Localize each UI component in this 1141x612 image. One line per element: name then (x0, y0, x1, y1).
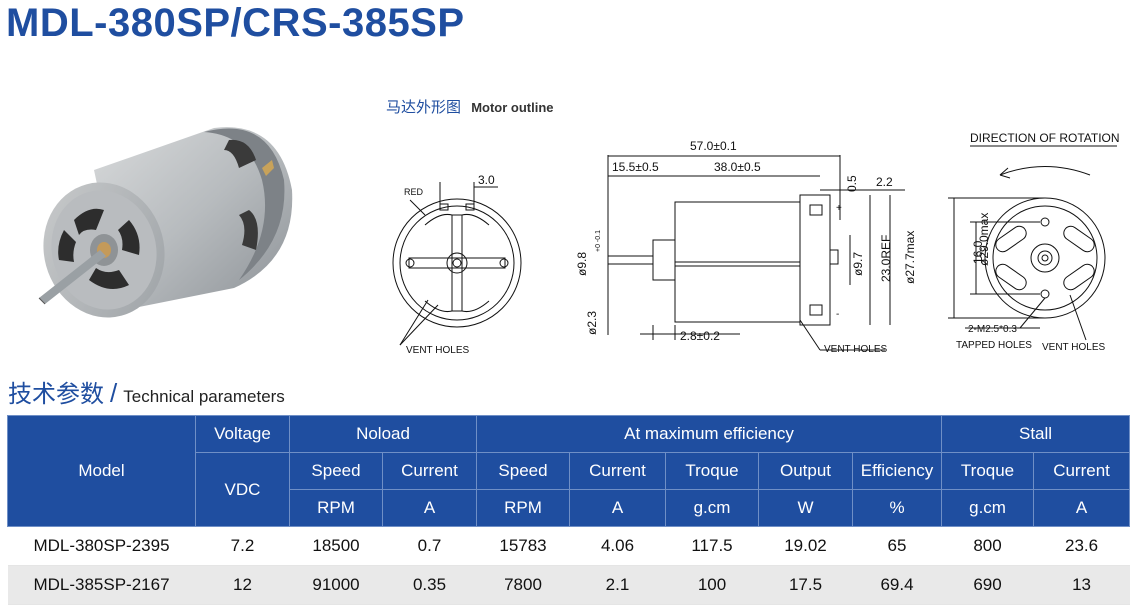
unit-eff-pct: % (851, 489, 943, 527)
header-model: Model (7, 415, 196, 527)
header-stall-current: Current (1033, 452, 1131, 490)
header-eff-output: Output (758, 452, 853, 490)
header-row-units: RPM A RPM A g.cm W % g.cm A (8, 489, 1131, 527)
cell-stall-torque: 690 (941, 565, 1034, 605)
technical-parameters-table: Model Voltage Noload At maximum efficien… (7, 415, 1131, 605)
header-eff-efficiency: Efficiency (851, 452, 943, 490)
cell-eff-speed: 15783 (476, 526, 570, 566)
header-eff-speed: Speed (476, 452, 570, 490)
motor-outline-en: Motor outline (471, 100, 554, 115)
cell-model: MDL-385SP-2167 (7, 565, 196, 605)
table-row: MDL-385SP-2167 12 91000 0.35 7800 2.1 10… (7, 565, 1130, 605)
header-stall-torque: Troque (941, 452, 1035, 490)
dim-16-label: 16.0 (971, 240, 985, 264)
motor-photo-image (34, 110, 304, 320)
dim-15-5-label: 15.5±0.5 (612, 160, 659, 174)
unit-eff-w: W (758, 489, 853, 527)
motor-outline-cn: 马达外形图 (386, 99, 462, 116)
unit-eff-gcm: g.cm (665, 489, 759, 527)
cell-eff-output: 17.5 (758, 565, 853, 605)
dim-27-7-label: ø27.7max (903, 231, 917, 284)
dim-0-5-label: 0.5 (845, 175, 859, 192)
unit-noload-rpm: RPM (289, 489, 383, 527)
dim-57-label: 57.0±0.1 (690, 139, 737, 153)
motor-outline-drawing: RED 3.0 VENT HOLES 57.0±0.1 15.5±0.5 38.… (380, 120, 1140, 370)
dim-2-8-label: 2.8±0.2 (680, 329, 720, 343)
tapped-spec-label: 2-M2.5*0.3 (968, 324, 1017, 335)
cell-voltage: 12 (195, 565, 290, 605)
cell-eff-current: 4.06 (569, 526, 666, 566)
red-wire-label: RED (404, 187, 424, 197)
dim-23-ref-label: 23.0REF (879, 235, 893, 282)
motor-outline-label: 马达外形图 Motor outline (386, 96, 554, 117)
cell-noload-current: 0.7 (382, 526, 477, 566)
header-noload-current: Current (382, 452, 477, 490)
dim-phi-9-8-label: ø9.8 (575, 252, 589, 276)
direction-of-rotation-label: DIRECTION OF ROTATION (970, 131, 1120, 145)
section-title: 技术参数/ Technical parameters (8, 374, 285, 409)
vent-holes-label-1: VENT HOLES (406, 345, 469, 356)
plus-terminal-label: + (836, 203, 842, 214)
tapped-holes-label: TAPPED HOLES (956, 340, 1032, 351)
minus-terminal-label: - (836, 309, 839, 320)
dim-phi-29-label: ø29.0max (977, 213, 991, 266)
section-title-cn: 技术参数 (8, 381, 104, 408)
cell-noload-speed: 18500 (289, 526, 383, 566)
cell-eff-torque: 100 (665, 565, 759, 605)
cell-model: MDL-380SP-2395 (7, 526, 196, 566)
unit-stall-a: A (1033, 489, 1131, 527)
cell-eff-current: 2.1 (569, 565, 666, 605)
dim-phi-2-3-label: ø2.3 (585, 311, 599, 335)
header-stall: Stall (941, 415, 1131, 453)
unit-eff-rpm: RPM (476, 489, 570, 527)
unit-stall-gcm: g.cm (941, 489, 1035, 527)
dim-2-2-label: 2.2 (876, 175, 893, 189)
cell-eff-output: 19.02 (758, 526, 853, 566)
header-row-groups: Model Voltage Noload At maximum efficien… (7, 415, 1131, 527)
table-row: MDL-380SP-2395 7.2 18500 0.7 15783 4.06 … (7, 526, 1130, 566)
cell-noload-speed: 91000 (289, 565, 383, 605)
section-title-slash: / (110, 378, 118, 408)
unit-eff-a: A (569, 489, 666, 527)
unit-noload-a: A (382, 489, 477, 527)
cell-eff-torque: 117.5 (665, 526, 759, 566)
cell-eff-speed: 7800 (476, 565, 570, 605)
header-voltage: Voltage (195, 415, 290, 453)
header-noload-speed: Speed (289, 452, 383, 490)
cell-stall-current: 13 (1033, 565, 1130, 605)
header-eff-current: Current (569, 452, 666, 490)
vent-holes-label-2: VENT HOLES (824, 344, 887, 355)
section-title-en: Technical parameters (123, 387, 285, 406)
cell-eff-efficiency: 69.4 (852, 565, 942, 605)
cell-stall-current: 23.6 (1033, 526, 1130, 566)
dim-38-label: 38.0±0.5 (714, 160, 761, 174)
cell-voltage: 7.2 (195, 526, 290, 566)
header-noload: Noload (289, 415, 477, 453)
cell-eff-efficiency: 65 (852, 526, 942, 566)
vent-holes-label-3: VENT HOLES (1042, 342, 1105, 353)
header-vdc: VDC (195, 452, 290, 527)
dim-3-label: 3.0 (478, 173, 495, 187)
header-eff-torque: Troque (665, 452, 759, 490)
header-max-efficiency: At maximum efficiency (475, 415, 943, 453)
page-title: MDL-380SP/CRS-385SP (6, 1, 465, 45)
dim-tolerance-label: +0 -0.1 (595, 230, 602, 252)
cell-noload-current: 0.35 (382, 565, 477, 605)
dim-phi-9-7-label: ø9.7 (851, 252, 865, 276)
cell-stall-torque: 800 (941, 526, 1034, 566)
